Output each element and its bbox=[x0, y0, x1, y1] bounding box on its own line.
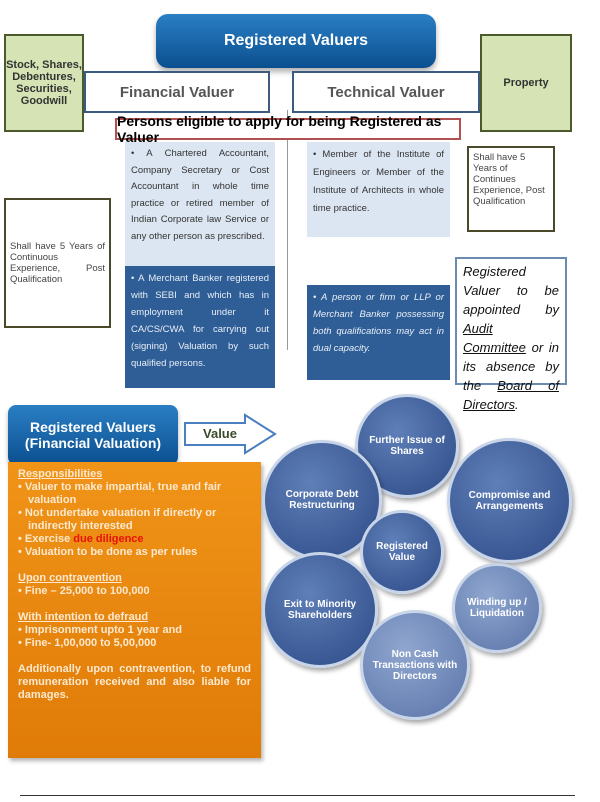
circle-exit-minority: Exit to Minority Shareholders bbox=[262, 552, 378, 668]
appointment-text-2: or in its absence by the bbox=[463, 340, 559, 393]
technical-experience-text: Shall have 5 Years of Continues Experien… bbox=[473, 152, 545, 207]
circle-non-cash: Non Cash Transactions with Directors bbox=[360, 610, 470, 720]
financial-eligibility-1: • A Chartered Accountant, Company Secret… bbox=[125, 142, 275, 266]
circle-compromise: Compromise and Arrangements bbox=[447, 438, 572, 563]
registered-valuers-title: Registered Valuers bbox=[156, 14, 436, 68]
technical-eligibility-2: • A person or firm or LLP or Merchant Ba… bbox=[307, 285, 450, 380]
contravention-heading: Upon contravention bbox=[18, 572, 122, 584]
eligibility-heading: Persons eligible to apply for being Regi… bbox=[115, 113, 461, 145]
responsibilities-heading: Responsibilities bbox=[18, 468, 103, 480]
financial-experience-text: Shall have 5 Years of Continuous Experie… bbox=[10, 241, 105, 285]
responsibilities-panel: Responsibilities Valuer to make impartia… bbox=[8, 462, 261, 758]
board-of-directors: Board of Directors bbox=[463, 378, 559, 412]
financial-experience-note: Shall have 5 Years of Continuous Experie… bbox=[4, 198, 111, 328]
circle-winding-up: Winding up / Liquidation bbox=[452, 563, 542, 653]
list-item: Valuer to make impartial, true and fair … bbox=[25, 481, 251, 507]
list-item: Fine- 1,00,000 to 5,00,000 bbox=[25, 637, 251, 650]
financial-eligibility-2: • A Merchant Banker registered with SEBI… bbox=[125, 266, 275, 388]
list-item: Fine – 25,000 to 100,000 bbox=[25, 585, 251, 598]
list-item: Valuation to be done as per rules bbox=[25, 546, 251, 559]
financial-assets-box: Stock, Shares, Debentures, Securities, G… bbox=[4, 34, 84, 132]
technical-valuer-heading: Technical Valuer bbox=[292, 71, 480, 113]
financial-valuer-heading: Financial Valuer bbox=[84, 71, 270, 113]
additional-note: Additionally upon contravention, to refu… bbox=[18, 663, 251, 701]
due-diligence: due diligence bbox=[73, 533, 144, 545]
appointment-end: . bbox=[515, 397, 519, 412]
bottom-rule bbox=[20, 795, 575, 796]
appointment-note: Registered Valuer to be appointed by Aud… bbox=[455, 257, 567, 412]
defraud-heading: With intention to defraud bbox=[18, 611, 149, 623]
audit-committee: Audit Committee bbox=[463, 321, 526, 355]
value-label: Value bbox=[203, 426, 237, 441]
exercise-text: Exercise bbox=[24, 533, 74, 545]
value-arrow bbox=[184, 413, 277, 455]
circle-registered-value: Registered Value bbox=[360, 510, 444, 594]
appointment-text: Registered Valuer to be appointed by bbox=[463, 264, 559, 317]
financial-valuation-box: Registered Valuers (Financial Valuation) bbox=[8, 405, 178, 465]
technical-experience-note: Shall have 5 Years of Continues Experien… bbox=[467, 146, 555, 232]
technical-eligibility-1: • Member of the Institute of Engineers o… bbox=[307, 142, 450, 237]
list-item: Not undertake valuation if directly or i… bbox=[25, 507, 251, 533]
list-item: Imprisonment upto 1 year and bbox=[25, 624, 251, 637]
technical-assets-box: Property bbox=[480, 34, 572, 132]
list-item: Exercise due diligence bbox=[24, 533, 251, 546]
divider bbox=[287, 110, 288, 350]
